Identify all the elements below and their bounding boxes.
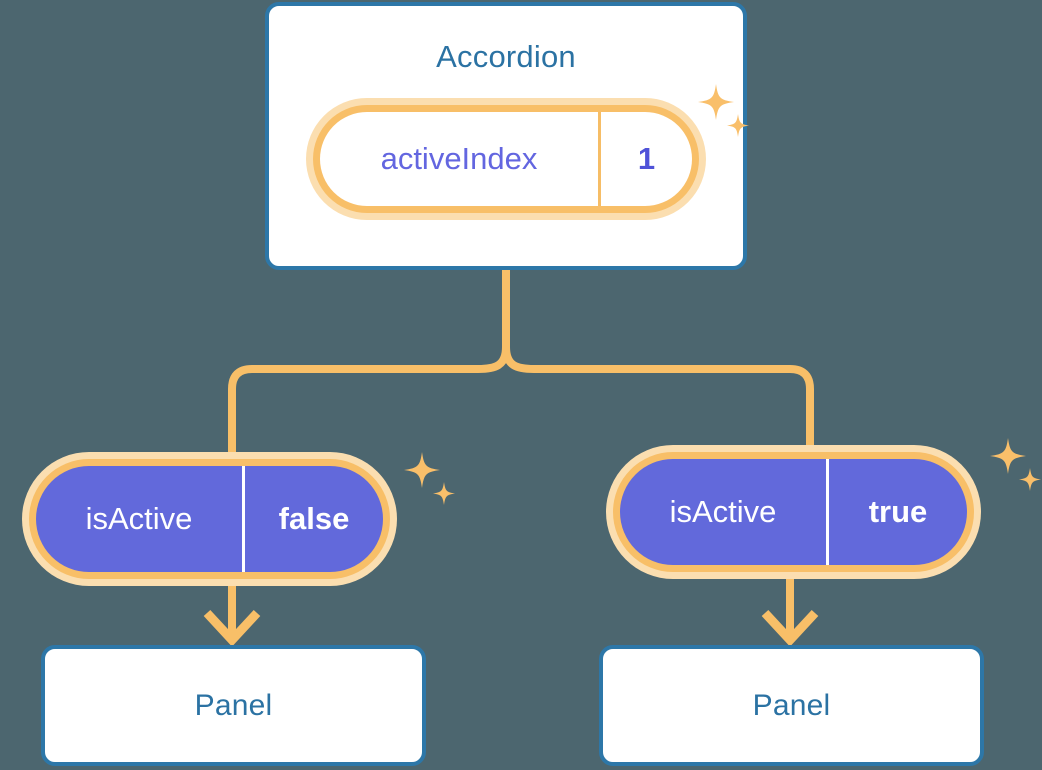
arrow-down-icon-right bbox=[761, 579, 819, 647]
prop-value-label: false bbox=[242, 466, 383, 572]
sparkle-four-point-small-icon bbox=[433, 482, 455, 505]
sparkle-four-point-small-icon bbox=[1019, 468, 1041, 491]
state-value-label: 1 bbox=[598, 112, 692, 206]
panel-title-right: Panel bbox=[752, 688, 831, 722]
panel-title-left: Panel bbox=[194, 688, 273, 722]
sparkle-four-point-large-icon bbox=[404, 452, 440, 488]
prop-value-label: true bbox=[826, 459, 967, 565]
pill-body: isActive true bbox=[620, 459, 967, 565]
connector-branch-left bbox=[228, 346, 510, 452]
pill-ring: isActive false bbox=[29, 459, 390, 579]
pill-ring: isActive true bbox=[613, 452, 974, 572]
prop-pill-is-active-true[interactable]: isActive true bbox=[606, 445, 981, 579]
component-card-panel-left[interactable]: Panel bbox=[41, 645, 426, 766]
pill-body: activeIndex 1 bbox=[320, 112, 692, 206]
connector-branch-right bbox=[502, 346, 814, 445]
prop-key-label: isActive bbox=[669, 494, 777, 529]
arrow-down-icon-left bbox=[203, 586, 261, 647]
component-card-panel-right[interactable]: Panel bbox=[599, 645, 984, 766]
state-key-label: activeIndex bbox=[380, 141, 538, 176]
state-pill-active-index[interactable]: activeIndex 1 bbox=[306, 98, 706, 220]
sparkle-four-point-large-icon bbox=[990, 438, 1026, 474]
sparkle-group-right-pill bbox=[990, 438, 1041, 491]
sparkle-group-left-pill bbox=[404, 452, 455, 505]
prop-pill-is-active-false[interactable]: isActive false bbox=[22, 452, 397, 586]
prop-key-label: isActive bbox=[85, 501, 193, 536]
pill-body: isActive false bbox=[36, 466, 383, 572]
page-title: Accordion bbox=[436, 39, 576, 74]
pill-ring: activeIndex 1 bbox=[313, 105, 699, 213]
